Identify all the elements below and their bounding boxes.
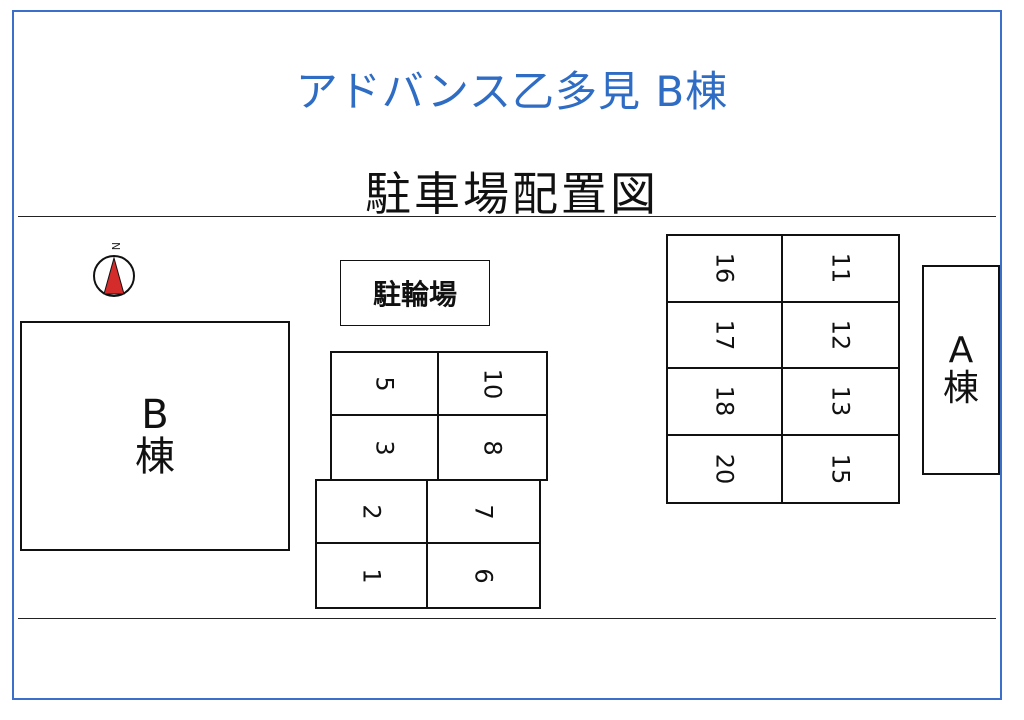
map-title: 駐車場配置図 xyxy=(365,167,659,221)
parking-space: 13 xyxy=(783,369,898,436)
parking-space: 16 xyxy=(668,236,783,303)
building-b: B 棟 xyxy=(20,321,290,551)
parking-block-middle-upper: 5 10 3 8 xyxy=(330,351,548,481)
space-number: 16 xyxy=(710,252,739,284)
parking-space: 7 xyxy=(428,481,539,544)
space-number: 10 xyxy=(478,368,507,399)
parking-space: 1 xyxy=(317,544,428,607)
space-number: 6 xyxy=(469,567,498,584)
north-arrow xyxy=(103,256,125,295)
parking-space: 2 xyxy=(317,481,428,544)
parking-space: 5 xyxy=(332,353,439,416)
space-number: 18 xyxy=(710,385,739,417)
bicycle-parking: 駐輪場 xyxy=(340,260,490,326)
parking-space: 18 xyxy=(668,369,783,436)
building-a-kanji: 棟 xyxy=(942,368,979,409)
property-title: アドバンス乙多見 B棟 xyxy=(295,67,729,116)
space-number: 11 xyxy=(826,252,855,284)
parking-space: 15 xyxy=(783,436,898,503)
parking-block-middle-lower: 2 7 1 6 xyxy=(315,479,541,609)
building-a: A 棟 xyxy=(922,265,1000,475)
space-number: 2 xyxy=(357,503,386,520)
space-number: 15 xyxy=(826,453,855,485)
building-b-kanji: 棟 xyxy=(135,434,175,480)
building-a-letter: A xyxy=(948,330,974,372)
space-number: 17 xyxy=(710,319,739,351)
parking-space: 12 xyxy=(783,303,898,369)
parking-block-right: 16 11 17 12 18 13 20 15 xyxy=(666,234,900,504)
space-number: 13 xyxy=(826,385,855,417)
road-line-top xyxy=(18,216,996,217)
space-number: 8 xyxy=(478,439,507,456)
parking-space: 17 xyxy=(668,302,783,369)
parking-space: 11 xyxy=(783,236,898,303)
north-compass-icon: N xyxy=(93,242,135,297)
space-number: 3 xyxy=(370,439,399,456)
north-label: N xyxy=(109,242,122,250)
road-line-bottom xyxy=(18,618,996,619)
space-number: 5 xyxy=(370,375,399,392)
parking-space: 10 xyxy=(439,353,546,416)
parking-space: 6 xyxy=(428,544,539,607)
space-number: 12 xyxy=(826,319,855,351)
page-frame xyxy=(12,10,1002,700)
parking-space: 3 xyxy=(332,416,439,479)
space-number: 7 xyxy=(469,503,498,520)
parking-space: 20 xyxy=(668,435,783,502)
parking-space: 8 xyxy=(439,416,546,479)
space-number: 20 xyxy=(710,453,739,485)
space-number: 1 xyxy=(357,567,386,584)
building-b-letter: B xyxy=(141,392,169,438)
